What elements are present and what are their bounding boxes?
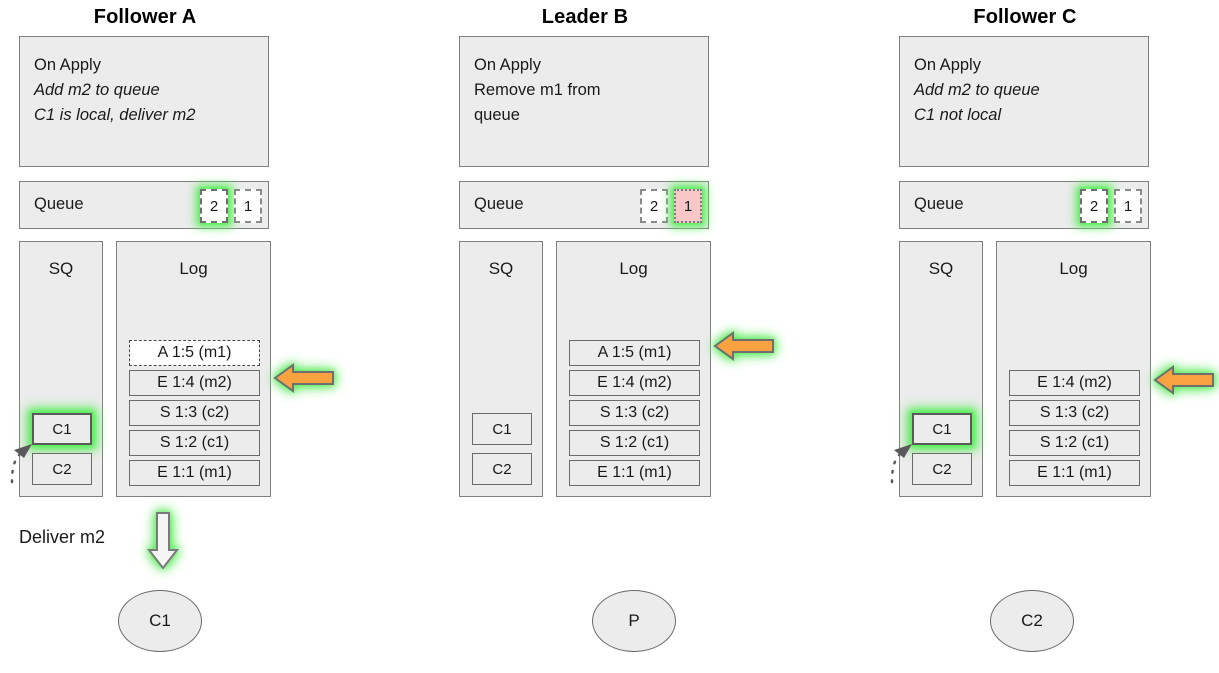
log-item-a15: A 1:5 (m1): [129, 340, 260, 366]
deliver-arrow-down-icon: [145, 510, 181, 572]
log-box-follower-c: Log E 1:4 (m2) S 1:3 (c2) S 1:2 (c1) E 1…: [996, 241, 1151, 497]
log-item-s13: S 1:3 (c2): [1009, 400, 1140, 426]
store-row-follower-c: SQ C1 C2 Log E 1:4 (m2) S 1:3 (c2) S 1:2…: [899, 241, 1151, 497]
column-title-leader-b: Leader B: [541, 6, 629, 28]
sq-title: SQ: [488, 259, 514, 278]
queue-slot-2: 2: [640, 189, 668, 223]
queue-slot-1: 1: [234, 189, 262, 223]
sq-item-c1: C1: [912, 413, 972, 445]
sq-item-c1: C1: [472, 413, 532, 445]
log-title: Log: [619, 259, 648, 278]
log-entry-list: A 1:5 (m1) E 1:4 (m2) S 1:3 (c2) S 1:2 (…: [129, 336, 260, 486]
apply-pointer-arrow-icon-follower-a: [272, 360, 336, 396]
sq-incoming-pointer-icon-follower-a: [0, 420, 42, 486]
log-item-e11: E 1:1 (m1): [129, 460, 260, 486]
on-apply-heading: On Apply: [34, 56, 101, 74]
on-apply-panel-follower-c: On Apply Add m2 to queue C1 not local: [899, 36, 1149, 167]
on-apply-line-2: C1 is local, deliver m2: [34, 106, 196, 124]
sq-item-c2: C2: [472, 453, 532, 485]
store-row-leader-b: SQ C1 C2 Log A 1:5 (m1) E 1:4 (m2) S 1:3…: [459, 241, 711, 497]
log-entry-list: A 1:5 (m1) E 1:4 (m2) S 1:3 (c2) S 1:2 (…: [569, 336, 700, 486]
client-node-c1: C1: [118, 590, 202, 652]
on-apply-line-2: queue: [474, 106, 520, 124]
sq-incoming-pointer-icon-follower-c: [880, 420, 922, 486]
log-item-s12: S 1:2 (c1): [1009, 430, 1140, 456]
queue-slot-2: 2: [200, 189, 228, 223]
sq-item-c1: C1: [32, 413, 92, 445]
log-title: Log: [179, 259, 208, 278]
sq-box-leader-b: SQ C1 C2: [459, 241, 543, 497]
log-item-e14: E 1:4 (m2): [1009, 370, 1140, 396]
log-box-follower-a: Log A 1:5 (m1) E 1:4 (m2) S 1:3 (c2) S 1…: [116, 241, 271, 497]
queue-label: Queue: [914, 195, 964, 213]
queue-slot-2: 2: [1080, 189, 1108, 223]
sq-title: SQ: [48, 259, 74, 278]
queue-slot-1: 1: [1114, 189, 1142, 223]
log-item-e11: E 1:1 (m1): [1009, 460, 1140, 486]
queue-bar-follower-a: Queue 2 1: [19, 181, 269, 229]
queue-bar-leader-b: Queue 2 1: [459, 181, 709, 229]
sq-item-c2: C2: [912, 453, 972, 485]
log-item-s12: S 1:2 (c1): [569, 430, 700, 456]
sq-title: SQ: [928, 259, 954, 278]
sq-entry-list: C1 C2: [472, 405, 532, 485]
column-title-follower-c: Follower C: [973, 6, 1077, 28]
on-apply-line-1: Add m2 to queue: [914, 81, 1040, 99]
on-apply-line-2: C1 not local: [914, 106, 1002, 124]
sq-entry-list: C1 C2: [912, 405, 972, 485]
store-row-follower-a: SQ C1 C2 Log A 1:5 (m1) E 1:4 (m2) S 1:3…: [19, 241, 271, 497]
log-box-leader-b: Log A 1:5 (m1) E 1:4 (m2) S 1:3 (c2) S 1…: [556, 241, 711, 497]
on-apply-heading: On Apply: [474, 56, 541, 74]
log-item-e14: E 1:4 (m2): [569, 370, 700, 396]
on-apply-heading: On Apply: [914, 56, 981, 74]
log-title: Log: [1059, 259, 1088, 278]
deliver-row-follower-a: Deliver m2: [19, 510, 279, 576]
deliver-label: Deliver m2: [19, 527, 106, 547]
sq-entry-list: C1 C2: [32, 405, 92, 485]
apply-pointer-arrow-icon-leader-b: [712, 328, 776, 364]
on-apply-line-1: Add m2 to queue: [34, 81, 160, 99]
on-apply-panel-follower-a: On Apply Add m2 to queue C1 is local, de…: [19, 36, 269, 167]
log-entry-list: E 1:4 (m2) S 1:3 (c2) S 1:2 (c1) E 1:1 (…: [1009, 366, 1140, 486]
log-item-s13: S 1:3 (c2): [569, 400, 700, 426]
queue-label: Queue: [474, 195, 524, 213]
on-apply-line-1: Remove m1 from: [474, 81, 601, 99]
queue-slot-list: 2 1: [200, 189, 262, 223]
log-item-e14: E 1:4 (m2): [129, 370, 260, 396]
sq-box-follower-a: SQ C1 C2: [19, 241, 103, 497]
log-item-s12: S 1:2 (c1): [129, 430, 260, 456]
sq-box-follower-c: SQ C1 C2: [899, 241, 983, 497]
client-node-c2: C2: [990, 590, 1074, 652]
apply-pointer-arrow-icon-follower-c: [1152, 362, 1216, 398]
log-item-e11: E 1:1 (m1): [569, 460, 700, 486]
sq-item-c2: C2: [32, 453, 92, 485]
queue-slot-1: 1: [674, 189, 702, 223]
log-item-a15: A 1:5 (m1): [569, 340, 700, 366]
on-apply-panel-leader-b: On Apply Remove m1 from queue: [459, 36, 709, 167]
queue-bar-follower-c: Queue 2 1: [899, 181, 1149, 229]
queue-label: Queue: [34, 195, 84, 213]
client-node-p: P: [592, 590, 676, 652]
queue-slot-list: 2 1: [1080, 189, 1142, 223]
column-title-follower-a: Follower A: [93, 6, 197, 28]
log-item-s13: S 1:3 (c2): [129, 400, 260, 426]
queue-slot-list: 2 1: [640, 189, 702, 223]
